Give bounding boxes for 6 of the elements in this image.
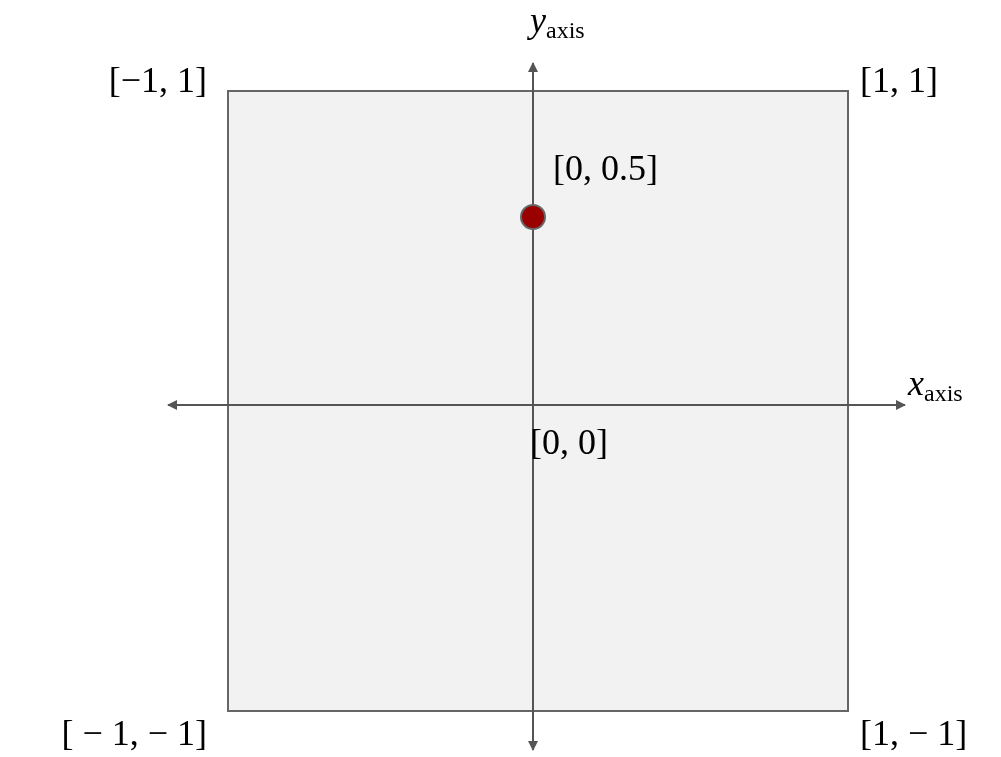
corner-coordinate: [−1, 1] [108, 62, 207, 98]
point-coordinate: [0, 0.5] [553, 150, 658, 186]
corner-coordinate: [1, 1] [860, 62, 938, 98]
corner-coordinate: [1, − 1] [860, 715, 968, 751]
axis-label: x$_{axis}$ [908, 365, 963, 405]
corner-coordinate: [ − 1, − 1] [61, 715, 207, 751]
